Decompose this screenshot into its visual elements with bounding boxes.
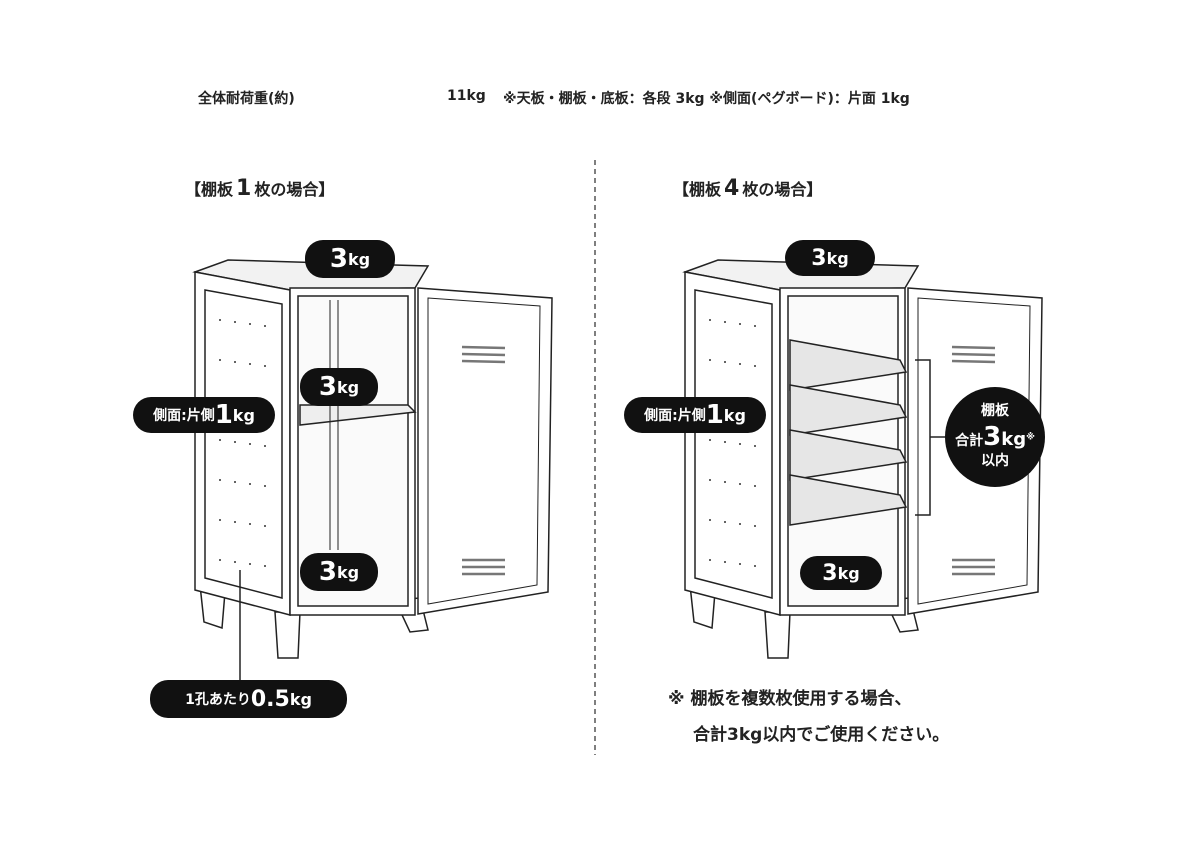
note-line-2: 合計3kg以内でご使用ください。 <box>693 725 950 745</box>
door <box>417 287 553 615</box>
cabinet-left <box>192 259 553 659</box>
leg <box>274 611 301 659</box>
load-label: 全体耐荷重(約) <box>198 91 295 107</box>
side-panel <box>194 271 291 616</box>
left-shelf <box>239 300 417 682</box>
shelves-total-badge: 棚板 合計3kg※ 以内 <box>945 387 1045 487</box>
load-detail: ※天板・棚板・底板：各段 3kg ※側面(ペグボード)：片面 1kg <box>503 91 910 107</box>
note-line-1: ※ 棚板を複数枚使用する場合、 <box>668 689 912 709</box>
load-total: 11kg <box>447 88 486 104</box>
right-shelves <box>789 339 946 526</box>
